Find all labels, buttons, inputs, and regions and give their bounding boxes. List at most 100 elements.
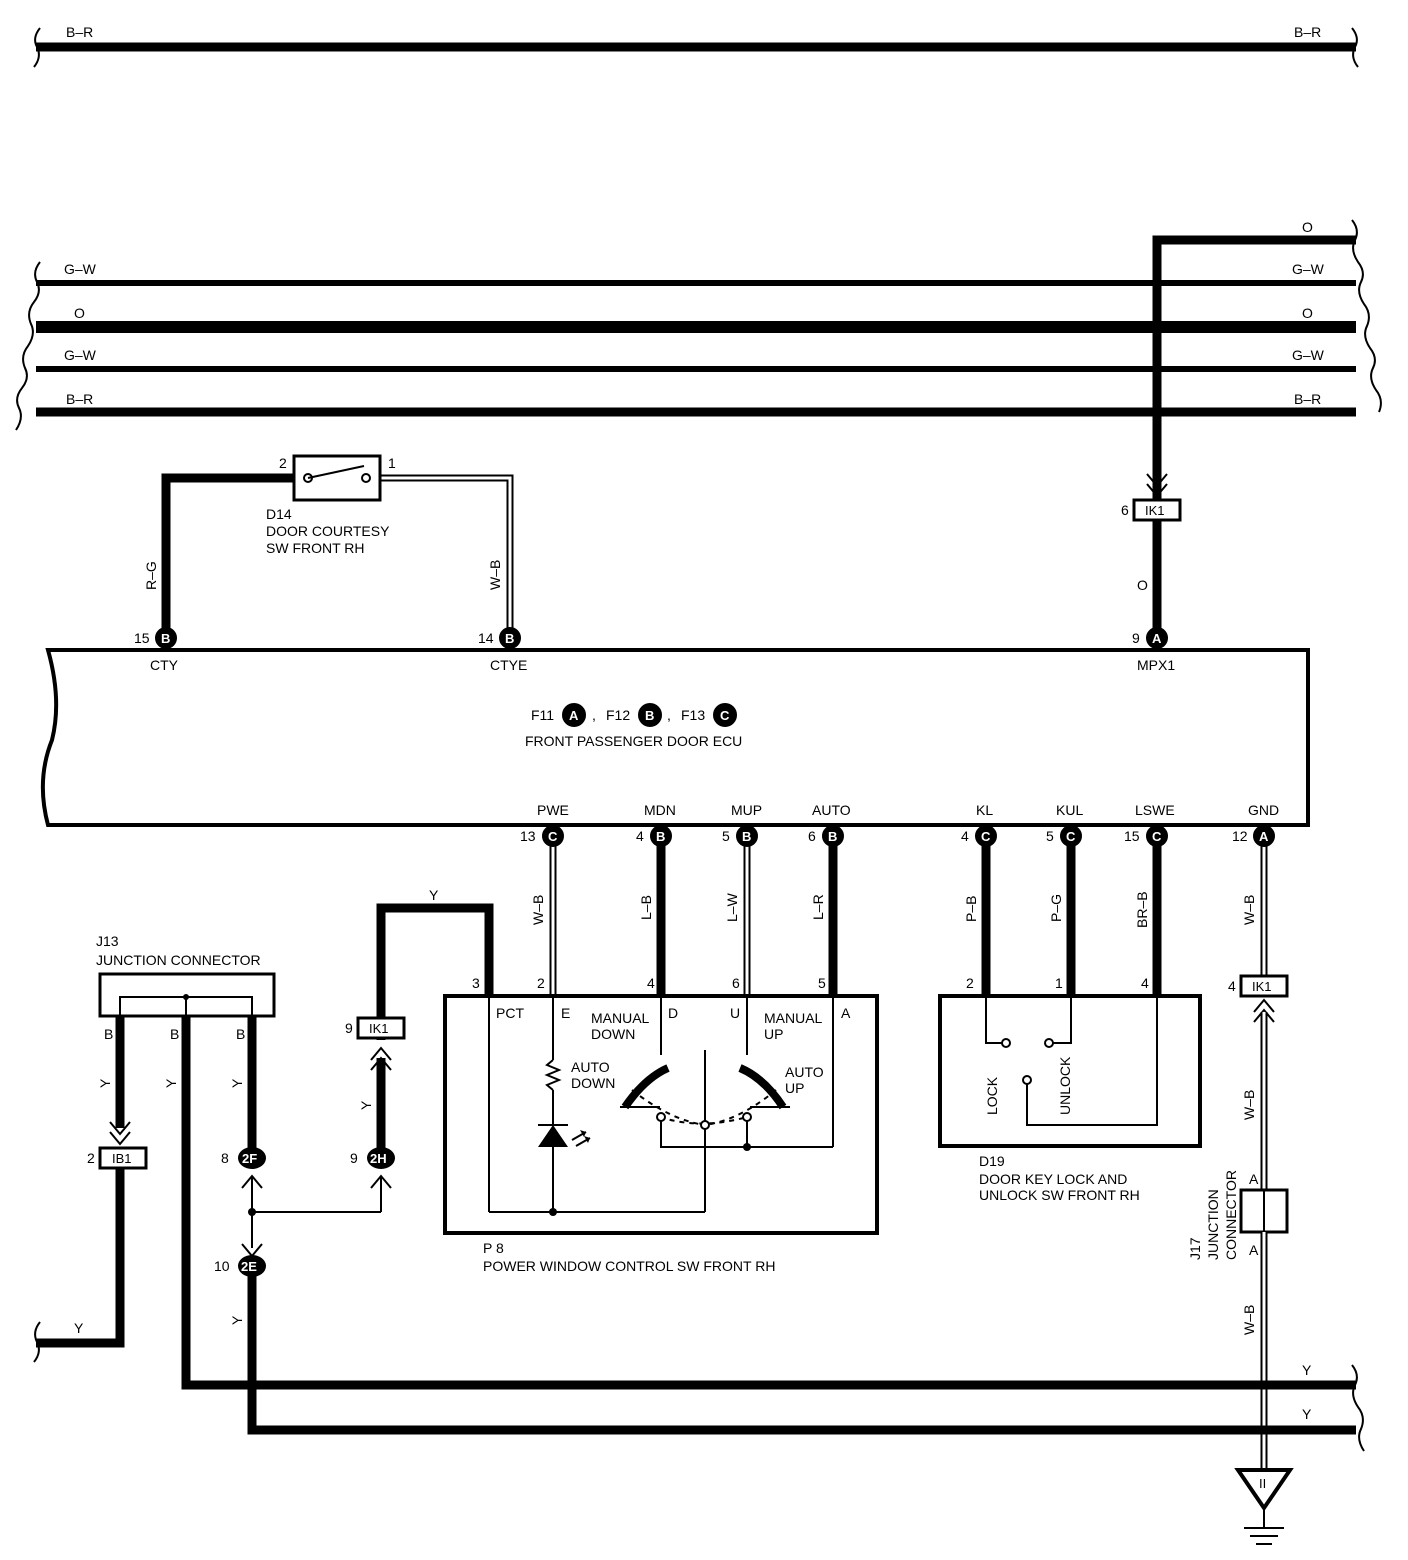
c2e-pin: 10 — [214, 1258, 230, 1274]
c2f-pin: 8 — [221, 1150, 229, 1166]
j13-id: J13 — [96, 933, 119, 949]
ecu-pin-cty-num: 15 — [134, 630, 150, 646]
j13-junction-connector: J13 JUNCTION CONNECTOR B B B Y IB1 2 Y Y… — [33, 933, 1365, 1452]
d19-pin1: 1 — [1055, 975, 1063, 991]
gnd-wire: W–B — [1241, 895, 1257, 925]
mdn-num: 4 — [636, 828, 644, 844]
d19-lock: LOCK — [984, 1076, 1000, 1115]
mup-wire: L–W — [724, 892, 740, 922]
d14-wire-left: R–G — [143, 561, 159, 590]
ecu-conn-f12: F12 — [606, 707, 630, 723]
ecu-pin-cty-name: CTY — [150, 657, 179, 673]
gnd-num: 12 — [1232, 828, 1248, 844]
d19-name-line1: DOOR KEY LOCK AND — [979, 1171, 1127, 1187]
p8-u: U — [730, 1005, 740, 1021]
lswe-conn: C — [1152, 829, 1162, 844]
top-bus-right-label: B–R — [1294, 24, 1321, 40]
ecu-pin-mpx1-num: 9 — [1132, 630, 1140, 646]
br-right-label: B–R — [1294, 391, 1321, 407]
o-top-right-label: O — [1302, 219, 1313, 235]
p8-manual-down-1: MANUAL — [591, 1010, 650, 1026]
p8-auto-up-2: UP — [785, 1080, 804, 1096]
d14-pin1: 1 — [388, 455, 396, 471]
top-bus: B–R B–R — [33, 24, 1359, 68]
ik1-bot-pin: 4 — [1228, 978, 1236, 994]
c2e-wire: Y — [229, 1315, 245, 1325]
ecu-conn-f11: F11 — [531, 707, 554, 723]
ecu-conn-f13-letter: C — [720, 708, 730, 723]
c2h-wire: Y — [358, 1100, 374, 1110]
p8-name: POWER WINDOW CONTROL SW FRONT RH — [483, 1258, 775, 1274]
ecu-conn-f11-sep: , — [592, 707, 596, 723]
j13-name: JUNCTION CONNECTOR — [96, 952, 261, 968]
p8-pin3: 3 — [472, 975, 480, 991]
ecu-conn-f11-letter: A — [569, 708, 579, 723]
kul-num: 5 — [1046, 828, 1054, 844]
ecu-pin-mup-name: MUP — [731, 802, 762, 818]
kul-conn: C — [1066, 829, 1076, 844]
auto-wire: L–R — [810, 894, 826, 920]
d19-door-key-lock-switch: 2 1 4 LOCK UNLOCK D19 DOOR KEY LOCK AND … — [938, 975, 1202, 1203]
ecu-pin-ctye-num: 14 — [478, 630, 494, 646]
gnd-conn: A — [1259, 829, 1269, 844]
top-bus-left-label: B–R — [66, 24, 93, 40]
p8-auto-up-1: AUTO — [785, 1064, 824, 1080]
p8-manual-down-2: DOWN — [591, 1026, 635, 1042]
p8-pin5: 5 — [818, 975, 826, 991]
p8-id: P 8 — [483, 1240, 504, 1256]
ecu-pin-ctye-conn: B — [505, 631, 514, 646]
j13-y3: Y — [229, 1078, 245, 1088]
d19-name-line2: UNLOCK SW FRONT RH — [979, 1187, 1140, 1203]
bottom-y-left: Y — [74, 1320, 84, 1336]
o-right-label: O — [1302, 305, 1313, 321]
j13-b2: B — [170, 1026, 179, 1042]
ecu-conn-f12-sep: , — [667, 707, 671, 723]
p8-pin4: 4 — [647, 975, 655, 991]
gw1-right-label: G–W — [1292, 261, 1325, 277]
ecu-pin-ctye-name: CTYE — [490, 657, 527, 673]
j17-name1: J17 — [1187, 1237, 1203, 1260]
ik1-top-pin: 6 — [1121, 502, 1129, 518]
kl-num: 4 — [961, 828, 969, 844]
j13-b3: B — [236, 1026, 245, 1042]
ik1-top-wire: O — [1137, 577, 1148, 593]
bottom-y-right2: Y — [1302, 1406, 1312, 1422]
j17-name3: CONNECTOR — [1223, 1170, 1239, 1260]
p8-manual-up-1: MANUAL — [764, 1010, 823, 1026]
d14-door-courtesy-switch: 2 1 D14 DOOR COURTESY SW FRONT RH R–G W–… — [143, 454, 514, 630]
ecu-pin-mpx1-conn: A — [1152, 631, 1162, 646]
p8-manual-up-2: UP — [764, 1026, 783, 1042]
ecu-pin-mdn-name: MDN — [644, 802, 676, 818]
j13-b1: B — [104, 1026, 113, 1042]
pwe-wire: W–B — [530, 895, 546, 925]
j17-a-top: A — [1249, 1171, 1259, 1187]
ib1-label: IB1 — [112, 1151, 132, 1166]
d19-pin4: 4 — [1141, 975, 1149, 991]
d14-name-line1: DOOR COURTESY — [266, 523, 390, 539]
d19-pin2: 2 — [966, 975, 974, 991]
mup-num: 5 — [722, 828, 730, 844]
ik1-top-connector: IK1 6 O — [1121, 473, 1182, 630]
j17-wire: W–B — [1241, 1305, 1257, 1335]
p8-pin6: 6 — [732, 975, 740, 991]
pwe-num: 13 — [520, 828, 536, 844]
ecu-title: FRONT PASSENGER DOOR ECU — [525, 733, 742, 749]
p8-d: D — [668, 1005, 678, 1021]
d14-wire-right: W–B — [487, 560, 503, 590]
kul-wire: P–G — [1048, 894, 1064, 922]
br-left-label: B–R — [66, 391, 93, 407]
gw2-left-label: G–W — [64, 347, 97, 363]
c2e-label: 2E — [241, 1259, 257, 1274]
c2f-label: 2F — [242, 1151, 257, 1166]
d19-id: D19 — [979, 1153, 1005, 1169]
mdn-wire: L–B — [638, 895, 654, 920]
ground-label: II — [1259, 1476, 1266, 1491]
ik1-bot-label: IK1 — [1252, 979, 1272, 994]
auto-num: 6 — [808, 828, 816, 844]
o-left-label: O — [74, 305, 85, 321]
ecu-pin-pwe-name: PWE — [537, 802, 569, 818]
auto-conn: B — [828, 829, 837, 844]
ecu-pin-gnd-name: GND — [1248, 802, 1279, 818]
harness-lines: O G–W G–W O O G–W G–W B–R B–R — [15, 219, 1382, 505]
